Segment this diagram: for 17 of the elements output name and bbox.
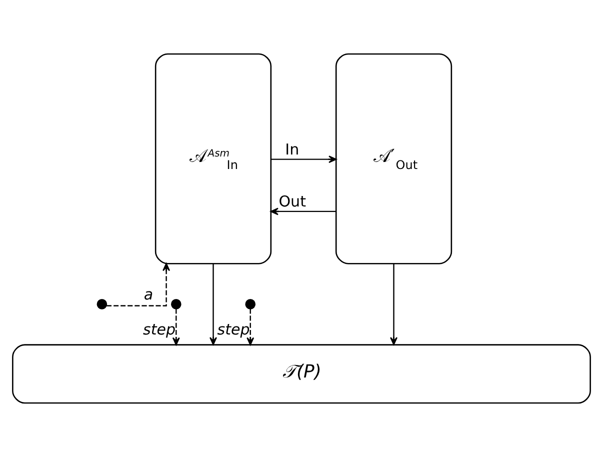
node-circle <box>96 299 108 310</box>
node-circle <box>170 299 182 310</box>
arrow <box>106 263 170 306</box>
edge-label: a <box>144 286 154 304</box>
edge-label: step <box>217 320 250 338</box>
arrow <box>172 308 180 346</box>
arrow <box>271 156 337 164</box>
arrow <box>210 264 218 346</box>
arrow <box>270 208 336 216</box>
edge-label: Out <box>278 192 306 210</box>
node-box: 𝒯(P) <box>12 344 591 404</box>
arrow <box>390 264 398 346</box>
node-circle <box>245 299 256 310</box>
node-box: 𝒜′$_{Out}$ <box>335 53 452 264</box>
edge-label: In <box>285 140 300 158</box>
arrow <box>246 308 254 346</box>
edge-label: step <box>143 320 176 338</box>
